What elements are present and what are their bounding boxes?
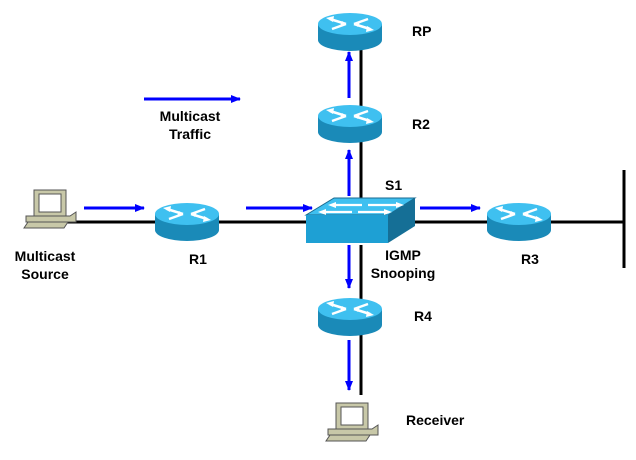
source-label-line1: Multicast bbox=[15, 248, 76, 264]
router-r4-icon[interactable] bbox=[316, 296, 384, 338]
s1-label: S1 bbox=[385, 177, 402, 193]
r3-label: R3 bbox=[521, 251, 539, 267]
switch-s1-icon[interactable] bbox=[304, 197, 417, 243]
r1-label: R1 bbox=[189, 251, 207, 267]
receiver-label: Receiver bbox=[406, 412, 465, 428]
traffic-arrows bbox=[84, 51, 481, 391]
router-r2-icon[interactable] bbox=[316, 103, 384, 145]
receiver-pc-icon[interactable] bbox=[325, 402, 379, 442]
r2-label: R2 bbox=[412, 116, 430, 132]
router-r3-icon[interactable] bbox=[485, 201, 553, 243]
source-label-line2: Source bbox=[21, 266, 69, 282]
igmp-label-line1: IGMP bbox=[385, 247, 421, 263]
links bbox=[60, 45, 626, 395]
multicast-source-pc-icon[interactable] bbox=[23, 189, 77, 229]
igmp-label-line2: Snooping bbox=[371, 265, 436, 281]
rp-label: RP bbox=[412, 23, 431, 39]
r4-label: R4 bbox=[414, 308, 432, 324]
router-r1-icon[interactable] bbox=[153, 201, 221, 243]
router-rp-icon[interactable] bbox=[316, 11, 384, 53]
legend-label-line1: Multicast bbox=[160, 108, 221, 124]
legend-label-line2: Traffic bbox=[169, 126, 211, 142]
